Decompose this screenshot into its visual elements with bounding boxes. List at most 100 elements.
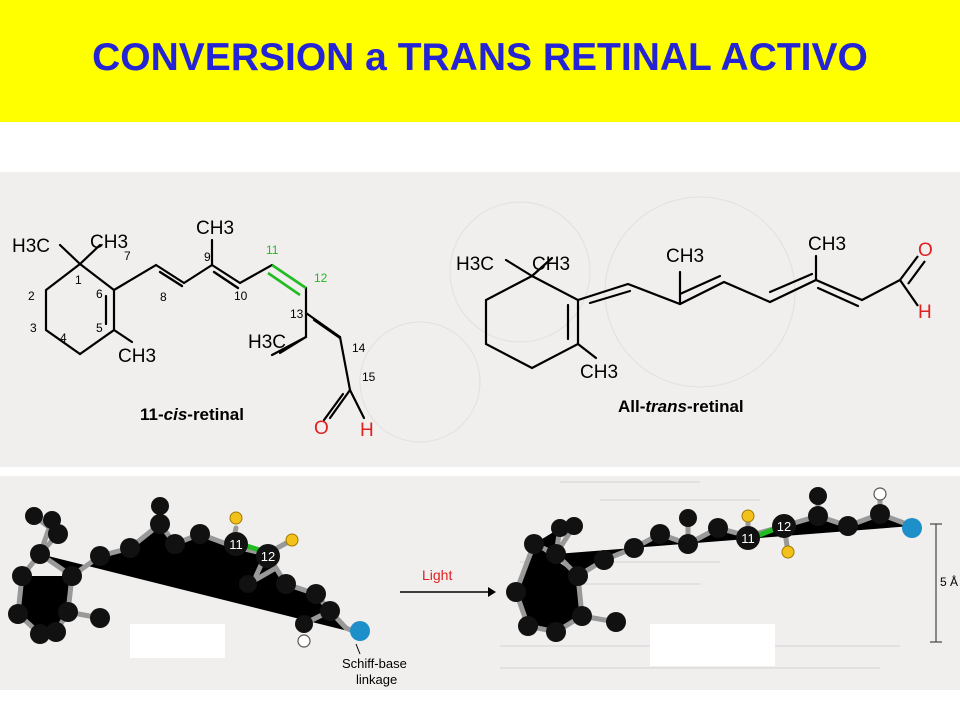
trans-model-h-white: [873, 487, 887, 501]
trans-model-atoms: [506, 487, 890, 642]
atom: [46, 622, 66, 642]
cis-double-9-10: [212, 270, 240, 290]
atom: [62, 566, 82, 586]
scale-label: 5 Å: [940, 574, 958, 589]
light-label: Light: [422, 567, 452, 583]
atom: [276, 574, 296, 594]
cis-retinal-structure: [44, 238, 366, 422]
cis-labels: H3C CH3 CH3 CH3 H3C O H: [12, 218, 374, 441]
cis-double-13-14: [312, 318, 342, 340]
cis-num-4: 4: [60, 331, 67, 345]
cis-num-14: 14: [352, 341, 366, 355]
atom: [870, 504, 890, 524]
atom: [150, 514, 170, 534]
atom: [546, 544, 566, 564]
page-title: CONVERSION a TRANS RETINAL ACTIVO: [92, 36, 868, 79]
cis-model-h-white: [297, 634, 311, 648]
cis-num-12: 12: [314, 271, 328, 285]
atom: [30, 624, 50, 644]
atom: [624, 538, 644, 558]
cis-methyl-bond-a: [58, 243, 82, 266]
cis-model-atoms: [8, 497, 340, 644]
atom: [8, 604, 28, 624]
cis-num-8: 8: [160, 290, 167, 304]
schiff-base-label-line1: Schiff-base: [342, 656, 407, 671]
cis-chain-15-h: [348, 388, 366, 420]
cis-double-7-8: [158, 270, 184, 288]
cis-num-15: 15: [362, 370, 376, 384]
atom: [572, 606, 592, 626]
atom: [506, 582, 526, 602]
atom: [48, 524, 68, 544]
cis-num-7: 7: [124, 249, 131, 263]
trans-methyl-ch3-b: CH3: [808, 234, 846, 255]
atom: [239, 575, 257, 593]
cis-num-2: 2: [28, 289, 35, 303]
cis-num-11: 11: [266, 243, 279, 257]
cis-methyl-ch3-ring: CH3: [90, 232, 128, 253]
cis-chain-14-15: [338, 335, 352, 392]
trans-methyl-ch3-ring: CH3: [532, 254, 570, 275]
cis-methyl-bond-13: [278, 335, 308, 355]
cis-model-label-patch: [130, 624, 225, 658]
atom: [30, 544, 50, 564]
cis-num-3: 3: [30, 321, 37, 335]
atom: [90, 546, 110, 566]
trans-labels: H3C CH3 CH3 CH3 CH3 O H: [456, 234, 933, 383]
trans-model-numbered-atoms: 11 12: [736, 514, 796, 550]
trans-methyl-ch3-a: CH3: [666, 246, 704, 267]
cis-num-6: 6: [96, 287, 103, 301]
trans-methyl-ch3-5: CH3: [580, 362, 618, 383]
hydrogen-atom: [229, 511, 243, 525]
cis-model-numbered-atoms: 11 12: [224, 532, 280, 568]
atom: [594, 550, 614, 570]
atom: [708, 518, 728, 538]
faint-background-texture: [359, 196, 796, 443]
cis-oxygen: O: [314, 418, 329, 439]
trans-double-2: [678, 274, 722, 296]
cis-model-nitrogen: [350, 621, 370, 641]
atom: [43, 511, 61, 529]
cis-methyl-h3c-13: H3C: [248, 332, 286, 353]
schiff-base-label-line2: linkage: [356, 672, 397, 687]
trans-double-1: [588, 289, 632, 305]
trans-methyl-bond-5: [576, 342, 598, 360]
trans-model-atom-11: 11: [741, 531, 755, 546]
atom: [679, 509, 697, 527]
atom: [650, 524, 670, 544]
trans-methyl-bond-b: [530, 256, 554, 278]
atom: [606, 612, 626, 632]
atom: [165, 534, 185, 554]
light-arrow: Light: [400, 567, 496, 597]
cis-hydrogen: H: [360, 420, 374, 441]
ball-and-stick-panel: 11 12 Schiff-base linkage Light 11 12: [0, 476, 960, 690]
schiff-pointer-line: [355, 643, 361, 655]
trans-double-4: [816, 286, 860, 308]
trans-caption: All-trans-retinal: [618, 397, 744, 416]
trans-methyl-h3c: H3C: [456, 254, 494, 275]
atom: [25, 507, 43, 525]
cis-num-9: 9: [204, 250, 211, 264]
title-band: [0, 0, 960, 122]
cis-methyl-bond-5: [112, 328, 134, 344]
light-arrow-head: [488, 587, 496, 597]
cis-double-c-o: [322, 392, 345, 422]
cis-model-hydrogens: [229, 511, 299, 547]
atom: [551, 519, 569, 537]
atom: [808, 506, 828, 526]
atom: [90, 608, 110, 628]
skeletal-structures-panel: H3C CH3 CH3 CH3 H3C O H 1 2 3 4 5 6 7 8 …: [0, 172, 960, 467]
atom: [306, 584, 326, 604]
trans-oxygen: O: [918, 240, 933, 261]
atom: [524, 534, 544, 554]
cis-caption: 11-cis-retinal: [140, 405, 244, 424]
atom: [151, 497, 169, 515]
trans-model-nitrogen: [902, 518, 922, 538]
trans-chain-bonds: [576, 278, 902, 306]
atom: [838, 516, 858, 536]
cis-num-1: 1: [75, 273, 82, 287]
cis-green-bond: [267, 263, 307, 297]
skeletal-panel-background: [0, 172, 960, 467]
atom: [568, 566, 588, 586]
cis-atom-numbers: 1 2 3 4 5 6 7 8 9 10 11 12 13 14 15: [28, 243, 376, 384]
